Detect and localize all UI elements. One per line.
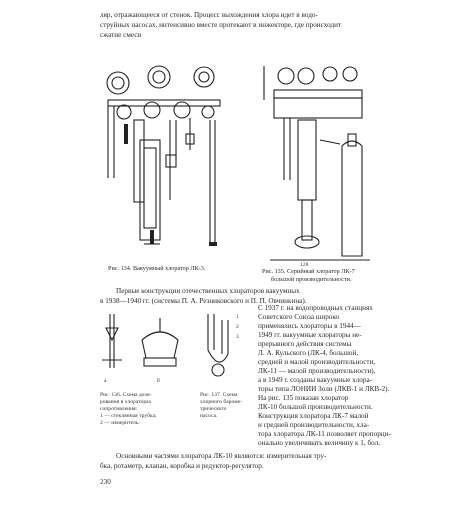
figure-136-caption-line-2: рования в хлораторах [100, 399, 152, 405]
figure-137-caption-line-2: хлорного бароме- [200, 399, 243, 405]
figure-136-caption-line-5: 2 — измеритель. [100, 420, 140, 426]
figure-136-caption-line-4: 1 — стеклянная трубка; [100, 413, 157, 419]
figure-137-label-3: 3 [236, 334, 239, 340]
bottom-paragraph-line-1: Основными частями хлоратора ЛК-10 являют… [116, 452, 327, 460]
right-paragraph-line: ЛК-10 большой производительности. [258, 403, 373, 411]
right-paragraph-line: тора хлоратора ЛК-11 позволяет пропорци- [258, 430, 391, 438]
right-paragraph-line: применялись хлораторы в 1944— [258, 322, 361, 330]
figure-right-chlorinator [263, 66, 370, 261]
figure-137-label-1: 1 [236, 314, 239, 320]
figure-137-label-2: 2 [236, 324, 239, 330]
figure-137-caption-line-4: насоса. [200, 413, 218, 419]
right-paragraph-line: Советского Союза широко [258, 313, 340, 321]
intro-paragraph-line-1: Первые конструкции отечественных хлорато… [116, 287, 300, 295]
top-text-line-1: ляр, отражающееся от стенок. Процесс вых… [100, 11, 318, 19]
figure-right-caption-line-1: Рис. 135. Серийный хлоратор ЛК-7 [262, 268, 355, 275]
intro-paragraph-line-2: в 1938—1940 гг. (системы П. А. Резниковс… [100, 297, 307, 305]
figure-right-label-bottom: 128 [300, 262, 309, 268]
right-paragraph-line: прерывного действия системы [258, 340, 352, 348]
right-paragraph-line: а в 1949 г. созданы вакуумные хлора- [258, 376, 373, 384]
figure-136-label-b: б [157, 378, 160, 384]
figure-137-diagram [207, 314, 229, 377]
figure-right-caption-line-2: большой производительности. [271, 276, 352, 283]
figure-136-caption-line-3: сопротивления: [100, 406, 138, 412]
figure-left-chlorinator [106, 65, 221, 246]
figure-136-diagram [102, 314, 179, 368]
figure-137-caption-line-3: трического [200, 406, 227, 412]
figure-137-caption-line-1: Рис. 137. Схема [200, 392, 238, 398]
right-paragraph-line: торы типа ЛОНИИ Золи (ЛКВ-1 и ЛКВ-2). [258, 385, 390, 393]
figure-136-label-a: а [104, 378, 107, 384]
right-paragraph-line: Л. А. Кульского (ЛК-4, большой, [258, 349, 359, 357]
right-paragraph-line: На рис. 135 показан хлоратор [258, 394, 349, 402]
top-text-line-2: струйных насосах, интенсивно вместе прот… [100, 21, 342, 29]
right-paragraph-line: ЛК-11 — малой производительности), [258, 367, 376, 375]
figure-136-caption-line-1: Рис. 136. Схема дози- [100, 392, 152, 398]
right-paragraph-line: 1949 гг. вакуумные хлораторы не- [258, 331, 362, 339]
top-text-line-3: сжатие смеси [100, 31, 142, 39]
right-paragraph-line: Конструкция хлоратора ЛК-7 малой [258, 412, 369, 420]
figure-left-caption: Рис. 134. Вакуумный хлоратор ЛК-3. [108, 265, 206, 272]
bottom-paragraph-line-2: бка, ротаметр, клапан, коробка и редукто… [100, 462, 264, 470]
right-paragraph-line: средней и малой производительности, [258, 358, 376, 366]
right-paragraph-line: онально увеличивать величину к 1, бол. [258, 439, 381, 447]
right-paragraph-line: С 1937 г. на водопроводных станциях [258, 304, 373, 312]
page-number: 230 [100, 478, 111, 486]
right-paragraph-line: и средней производительности, хла- [258, 421, 370, 429]
